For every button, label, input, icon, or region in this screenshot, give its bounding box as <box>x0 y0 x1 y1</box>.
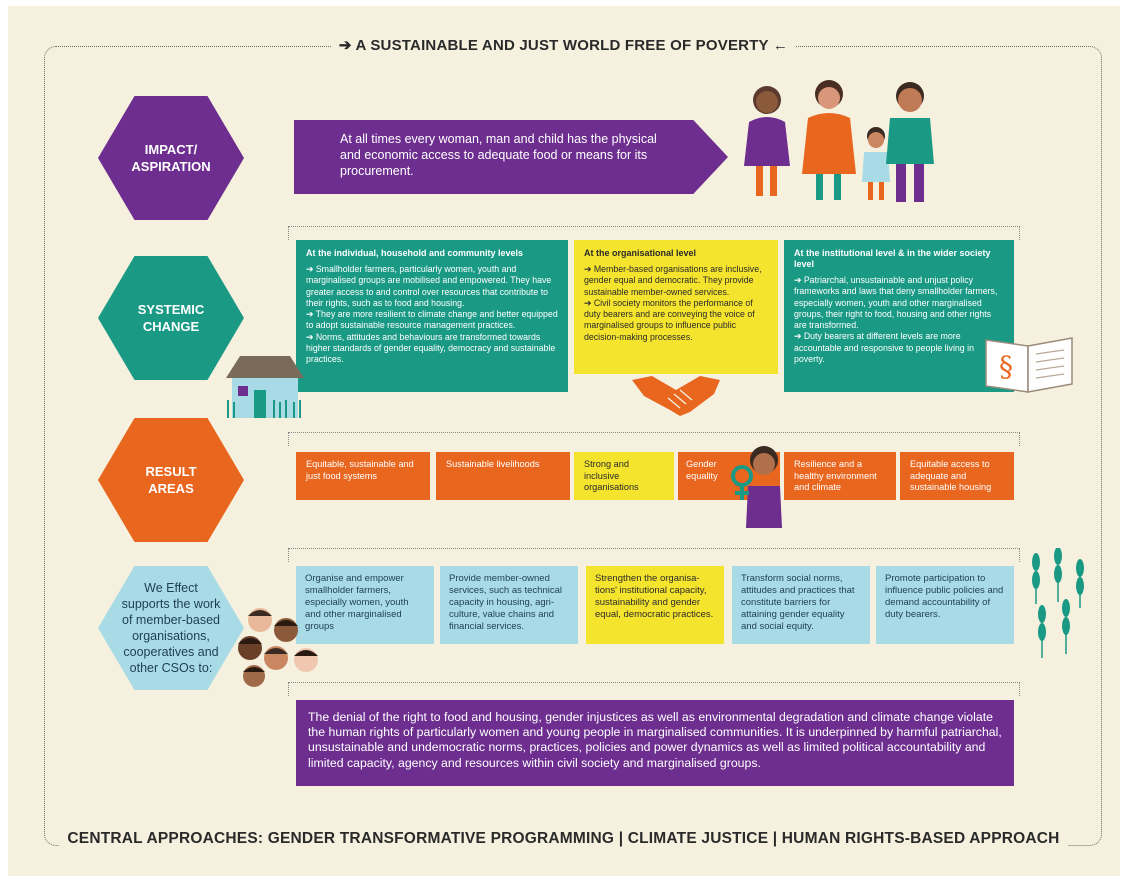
result-bracket <box>288 432 1020 446</box>
result-food-systems: Equitable, sustainable and just food sys… <box>296 452 430 500</box>
paragraph-symbol: § <box>999 350 1013 383</box>
result-organisations: Strong and inclusive organisations <box>574 452 674 500</box>
strategy-transform-norms: Transform social norms, attitudes and pr… <box>732 566 870 644</box>
systemic-organisational-box: At the organisational level ➔ Member-bas… <box>574 240 778 374</box>
group-faces-illustration <box>238 608 318 687</box>
strategy-organise: Organise and empower smallholder farmers… <box>296 566 434 644</box>
page-title: ➔ A SUSTAINABLE AND JUST WORLD FREE OF P… <box>0 36 1127 55</box>
house-illustration <box>226 356 304 418</box>
wheat-icon <box>1032 548 1084 658</box>
systemic-individual-box: At the individual, household and communi… <box>296 240 568 392</box>
result-housing: Equitable access to adequate and sustain… <box>900 452 1014 500</box>
strategy-strengthen: Strengthen the organisa-tions' instituti… <box>586 566 724 644</box>
impact-statement: At all times every woman, man and child … <box>294 120 728 194</box>
strategy-services: Provide member-owned services, such as t… <box>440 566 578 644</box>
woman-with-gender-symbol-illustration <box>731 446 782 528</box>
strategy-participation: Promote participation to influence publi… <box>876 566 1014 644</box>
strategy-bracket <box>288 548 1020 562</box>
family-illustration <box>744 80 934 202</box>
central-approaches-footer: CENTRAL APPROACHES: GENDER TRANSFORMATIV… <box>0 830 1127 848</box>
problem-statement: The denial of the right to food and hous… <box>296 700 1014 786</box>
book-icon: § <box>985 337 1073 393</box>
we-effect-hexagon: We Effect supports the work of member-ba… <box>98 566 244 690</box>
result-resilience: Resilience and a healthy environment and… <box>784 452 896 500</box>
problem-bracket <box>288 682 1020 696</box>
handshake-icon <box>632 376 720 416</box>
result-livelihoods: Sustainable livelihoods <box>436 452 570 500</box>
systemic-bracket <box>288 226 1020 240</box>
systemic-institutional-box: At the institutional level & in the wide… <box>784 240 1014 392</box>
